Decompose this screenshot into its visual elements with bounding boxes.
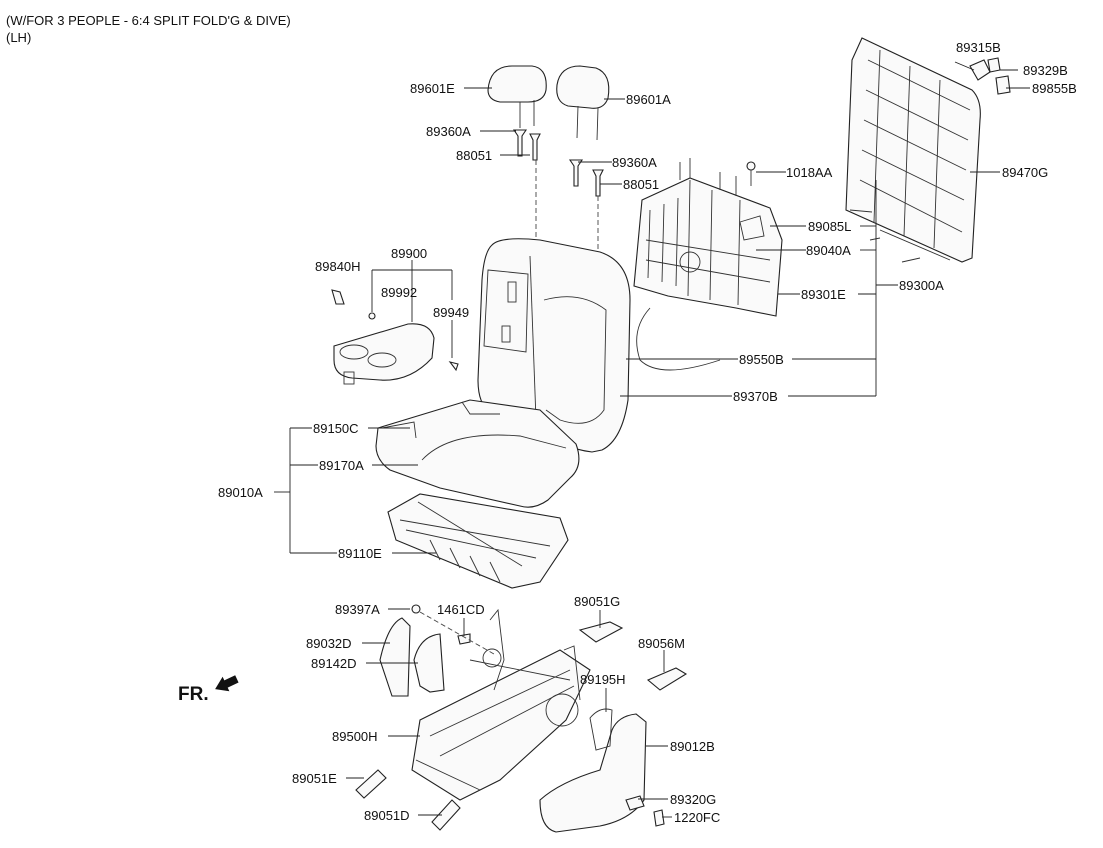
armrest-illustration	[331, 289, 459, 385]
leader-lines	[274, 61, 1030, 818]
callout-89329B: 89329B	[1023, 63, 1068, 78]
callout-89370B: 89370B	[733, 389, 778, 404]
callout-89315B: 89315B	[956, 40, 1001, 55]
callout-1220FC: 1220FC	[674, 810, 720, 825]
callout-89397A: 89397A	[335, 602, 380, 617]
seat-track-illustration	[411, 608, 591, 801]
headrest-left-illustration	[487, 65, 547, 128]
seat-back-illustration	[477, 238, 631, 453]
front-direction-arrow	[215, 675, 239, 692]
callout-89855B: 89855B	[1032, 81, 1077, 96]
callout-89470G: 89470G	[1002, 165, 1048, 180]
callout-1018AA: 1018AA	[786, 165, 833, 180]
callout-89012B: 89012B	[670, 739, 715, 754]
callout-89992: 89992	[381, 285, 417, 300]
callout-89601A: 89601A	[626, 92, 671, 107]
seat-back-frame-illustration	[633, 158, 783, 371]
cushion-frame-illustration	[387, 493, 569, 589]
striker-latch-illustration	[969, 57, 1011, 95]
diagram-note-side: (LH)	[6, 30, 32, 45]
callout-89195H: 89195H	[580, 672, 626, 687]
callout-89300A: 89300A	[899, 278, 944, 293]
callout-89550B: 89550B	[739, 352, 784, 367]
callout-1461CD: 1461CD	[437, 602, 485, 617]
callout-89320G: 89320G	[670, 792, 716, 807]
callout-89142D: 89142D	[311, 656, 357, 671]
callout-88051-left: 88051	[456, 148, 492, 163]
callout-89601E: 89601E	[410, 81, 455, 96]
callout-89051D: 89051D	[364, 808, 410, 823]
side-cover-illustration	[539, 708, 665, 833]
callout-89949: 89949	[433, 305, 469, 320]
headrest-right-illustration	[556, 65, 610, 141]
callout-89051E: 89051E	[292, 771, 337, 786]
callout-88051-right: 88051	[623, 177, 659, 192]
callout-89840H: 89840H	[315, 259, 361, 274]
callout-89085L: 89085L	[808, 219, 851, 234]
seat-cushion-illustration	[375, 399, 580, 508]
callout-89360A-right: 89360A	[612, 155, 657, 170]
callout-89040A: 89040A	[806, 243, 851, 258]
callout-89900: 89900	[391, 246, 427, 261]
headrest-guide-illustration	[512, 129, 604, 280]
front-marker-label: FR.	[178, 684, 209, 705]
callout-89500H: 89500H	[332, 729, 378, 744]
callout-89010A: 89010A	[218, 485, 263, 500]
callout-89056M: 89056M	[638, 636, 685, 651]
callout-89051G: 89051G	[574, 594, 620, 609]
diagram-note-seat-type: (W/FOR 3 PEOPLE - 6:4 SPLIT FOLD'G & DIV…	[6, 13, 291, 28]
screw-1018aa-illustration	[746, 161, 756, 186]
rear-back-panel-illustration	[845, 37, 981, 263]
callout-89360A-left: 89360A	[426, 124, 471, 139]
clip-parts-illustration	[355, 621, 688, 831]
callout-89032D: 89032D	[306, 636, 352, 651]
callout-89150C: 89150C	[313, 421, 359, 436]
callout-89170A: 89170A	[319, 458, 364, 473]
hinge-bracket-illustration	[379, 604, 495, 697]
callout-89110E: 89110E	[338, 546, 382, 561]
callout-89301E: 89301E	[801, 287, 846, 302]
